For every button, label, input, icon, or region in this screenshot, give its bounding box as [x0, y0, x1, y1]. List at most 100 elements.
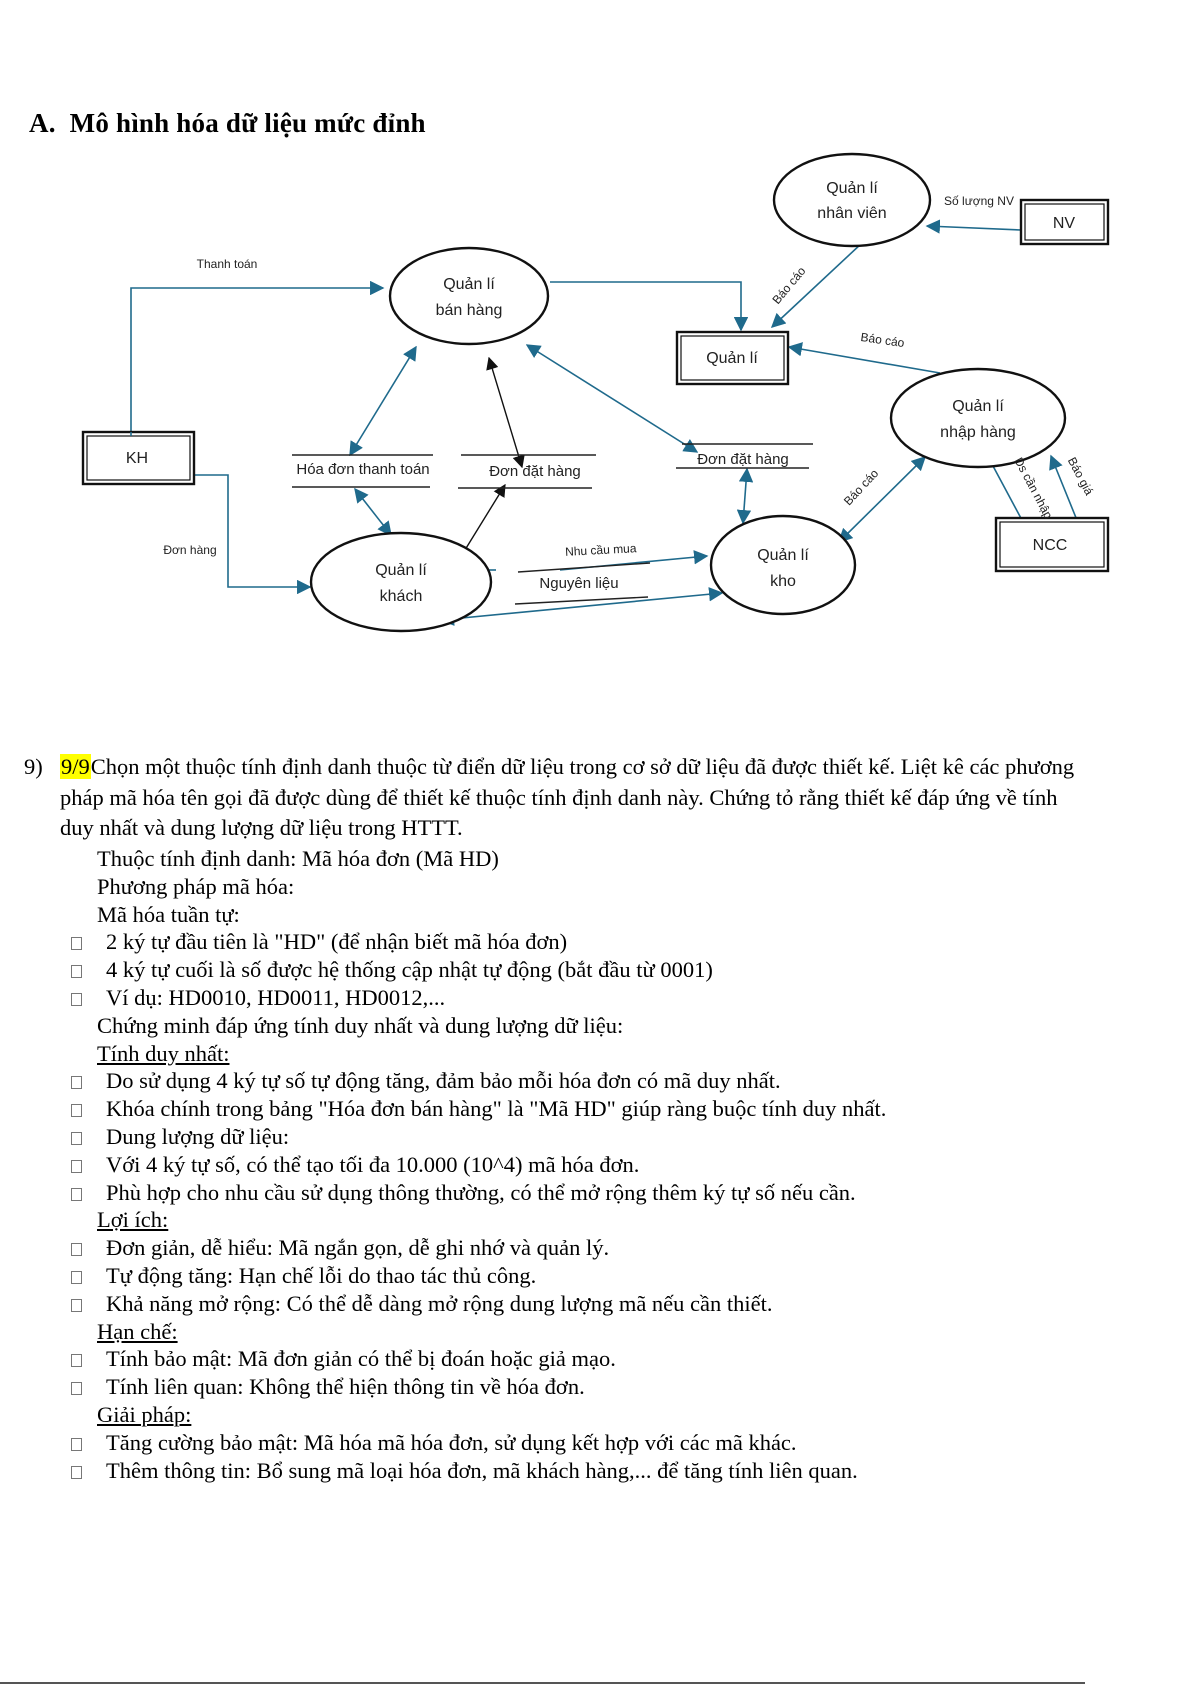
question-9: 9) 9/9Chọn một thuộc tính định danh thuộc…: [24, 752, 1164, 844]
answer-text: Mã hóa tuần tự:: [97, 901, 240, 927]
bullet-item: Thêm thông tin: Bổ sung mã loại hóa đơn,…: [0, 1457, 1191, 1485]
process-nhan-vien: [772, 152, 932, 248]
bullet-box-icon: [71, 1076, 82, 1090]
label-bao-cao-nhap: Báo cáo: [860, 330, 906, 350]
process-label: bán hàng: [436, 302, 503, 319]
flow-bao-cao-nv: [770, 242, 863, 328]
label-thanh-toan: Thanh toán: [197, 257, 258, 271]
answer-text: Tính liên quan: Không thể hiện thông tin…: [106, 1374, 585, 1400]
answer-text: Giải pháp:: [97, 1401, 192, 1427]
answer-text: Khả năng mở rộng: Có thể dễ dàng mở rộng…: [106, 1290, 773, 1316]
answer-text: 4 ký tự cuối là số được hệ thống cập nhậ…: [106, 957, 713, 983]
answer-line: Mã hóa tuần tự:: [0, 901, 1191, 929]
bullet-box-icon: [71, 937, 82, 951]
bullet-item: Tự động tăng: Hạn chế lỗi do thao tác th…: [0, 1262, 1191, 1290]
answer-text: Ví dụ: HD0010, HD0011, HD0012,...: [106, 984, 446, 1010]
bullet-item: Tính liên quan: Không thể hiện thông tin…: [0, 1373, 1191, 1401]
process-label: Quản lí: [443, 276, 495, 293]
entity-ncc-inner: [999, 521, 1105, 568]
bullet-box-icon: [71, 1104, 82, 1118]
answer-heading: Tính duy nhất:: [0, 1040, 1191, 1068]
answer-line: Phương pháp mã hóa:: [0, 873, 1191, 901]
bullet-item: Đơn giản, dễ hiểu: Mã ngắn gọn, dễ ghi n…: [0, 1234, 1191, 1262]
question-text-2: pháp mã hóa tên gọi đã được dùng để thiế…: [60, 784, 1058, 810]
entity-nv-inner: [1024, 203, 1105, 241]
bullet-item: Tính bảo mật: Mã đơn giản có thể bị đoán…: [0, 1345, 1191, 1373]
answer-heading: Lợi ích:: [0, 1206, 1191, 1234]
store-don-dat-hang-1: Đơn đặt hàng: [489, 463, 581, 480]
entity-quan-li-inner: [680, 335, 785, 381]
answer-text: Tăng cường bảo mật: Mã hóa mã hóa đơn, s…: [106, 1429, 797, 1455]
flow-ban-hang-hoa-don: [349, 345, 417, 457]
entity-quan-li-label: Quản lí: [706, 350, 758, 367]
store-nhu-cau-mua: Nhu cầu mua: [565, 541, 637, 559]
answer-text: Đơn giản, dễ hiểu: Mã ngắn gọn, dễ ghi n…: [106, 1235, 610, 1261]
label-so-luong-nv: Số lượng NV: [944, 194, 1014, 208]
label-bao-cao-kho: Báo cáo: [841, 466, 881, 508]
bullet-box-icon: [71, 1437, 82, 1451]
flow-ban-hang-don-dat-hang-black: [486, 356, 525, 469]
entity-kh-label: KH: [126, 450, 148, 467]
bullet-box-icon: [71, 1243, 82, 1257]
store-don-dat-hang-2: Đơn đặt hàng: [697, 451, 789, 468]
bullet-item: 2 ký tự đầu tiên là "HD" (để nhận biết m…: [0, 928, 1191, 956]
answer-text: Hạn chế:: [97, 1318, 178, 1344]
bullet-item: 4 ký tự cuối là số được hệ thống cập nhậ…: [0, 956, 1191, 984]
answer-text: Phương pháp mã hóa:: [97, 873, 295, 899]
bullet-box-icon: [71, 1187, 82, 1201]
bullet-item: Dung lượng dữ liệu:: [0, 1123, 1191, 1151]
answer-text: Tính bảo mật: Mã đơn giản có thể bị đoán…: [106, 1346, 616, 1372]
flow-ban-hang-don-dat-hang: [525, 344, 699, 453]
question-text-1: Chọn một thuộc tính định danh thuộc từ đ…: [90, 754, 1075, 779]
answer-text: Chứng minh đáp ứng tính duy nhất và dung…: [97, 1012, 624, 1038]
flow-ban-hang-quan-li: [550, 281, 749, 332]
process-label: Quản lí: [952, 398, 1004, 415]
page-bottom-rule: [0, 1682, 1085, 1684]
process-label: Quản lí: [757, 547, 809, 564]
flow-kho-nhap-hang: [837, 455, 927, 544]
flow-so-luong-nv: [925, 219, 1022, 234]
bullet-box-icon: [71, 1270, 82, 1284]
question-number: 9): [24, 754, 43, 779]
answer-line: Thuộc tính định danh: Mã hóa đơn (Mã HD): [0, 845, 1191, 873]
bullet-box-icon: [71, 1465, 82, 1479]
process-label: nhân viên: [817, 205, 886, 222]
bullet-item: Với 4 ký tự số, có thể tạo tối đa 10.000…: [0, 1151, 1191, 1179]
answer-text: Thêm thông tin: Bổ sung mã loại hóa đơn,…: [106, 1457, 858, 1483]
process-khach: [309, 531, 493, 633]
flow-don-dat-hang-khach-black: [459, 483, 506, 560]
section-title-text: Mô hình hóa dữ liệu mức đỉnh: [69, 108, 426, 138]
bullet-box-icon: [71, 965, 82, 979]
answer-text: Tự động tăng: Hạn chế lỗi do thao tác th…: [106, 1262, 537, 1288]
flow-don-dat-hang-kho: [736, 467, 754, 525]
process-nhap-hang: [889, 367, 1067, 469]
flow-nguyen-lieu: [439, 587, 724, 626]
question-text-3: duy nhất và dung lượng dữ liệu trong HTT…: [60, 815, 463, 840]
answer-text: Tính duy nhất:: [97, 1040, 230, 1066]
bullet-box-icon: [71, 1354, 82, 1368]
flow-bao-cao-nhap: [787, 342, 941, 374]
section-number: A.: [29, 108, 56, 138]
score-highlight: 9/9: [60, 754, 91, 779]
answer-text: Với 4 ký tự số, có thể tạo tối đa 10.000…: [106, 1151, 640, 1177]
bullet-box-icon: [71, 1159, 82, 1173]
answer-text: Lợi ích:: [97, 1207, 169, 1233]
data-flow-diagram: Hóa đơn thanh toán Đơn đặt hàng Đơn đặt …: [81, 152, 1110, 633]
bullet-box-icon: [71, 1298, 82, 1312]
bullet-item: Tăng cường bảo mật: Mã hóa mã hóa đơn, s…: [0, 1429, 1191, 1457]
flow-don-hang: [155, 474, 312, 595]
bullet-item: Khả năng mở rộng: Có thể dễ dàng mở rộng…: [0, 1290, 1191, 1318]
bullet-item: Do sử dụng 4 ký tự số tự động tăng, đảm …: [0, 1067, 1191, 1095]
process-label: Quản lí: [375, 562, 427, 579]
process-kho: [709, 514, 857, 616]
bullet-item: Khóa chính trong bảng "Hóa đơn bán hàng"…: [0, 1095, 1191, 1123]
answer-heading: Giải pháp:: [0, 1401, 1191, 1429]
bullet-box-icon: [71, 992, 82, 1006]
answer-text: Khóa chính trong bảng "Hóa đơn bán hàng"…: [106, 1096, 887, 1122]
entity-ncc-label: NCC: [1033, 537, 1068, 554]
bullet-box-icon: [71, 1382, 82, 1396]
answer-text: Thuộc tính định danh: Mã hóa đơn (Mã HD): [97, 846, 499, 871]
process-label: Quản lí: [826, 180, 878, 197]
flow-hoa-don-khach: [354, 487, 392, 537]
store-line: [517, 562, 651, 573]
